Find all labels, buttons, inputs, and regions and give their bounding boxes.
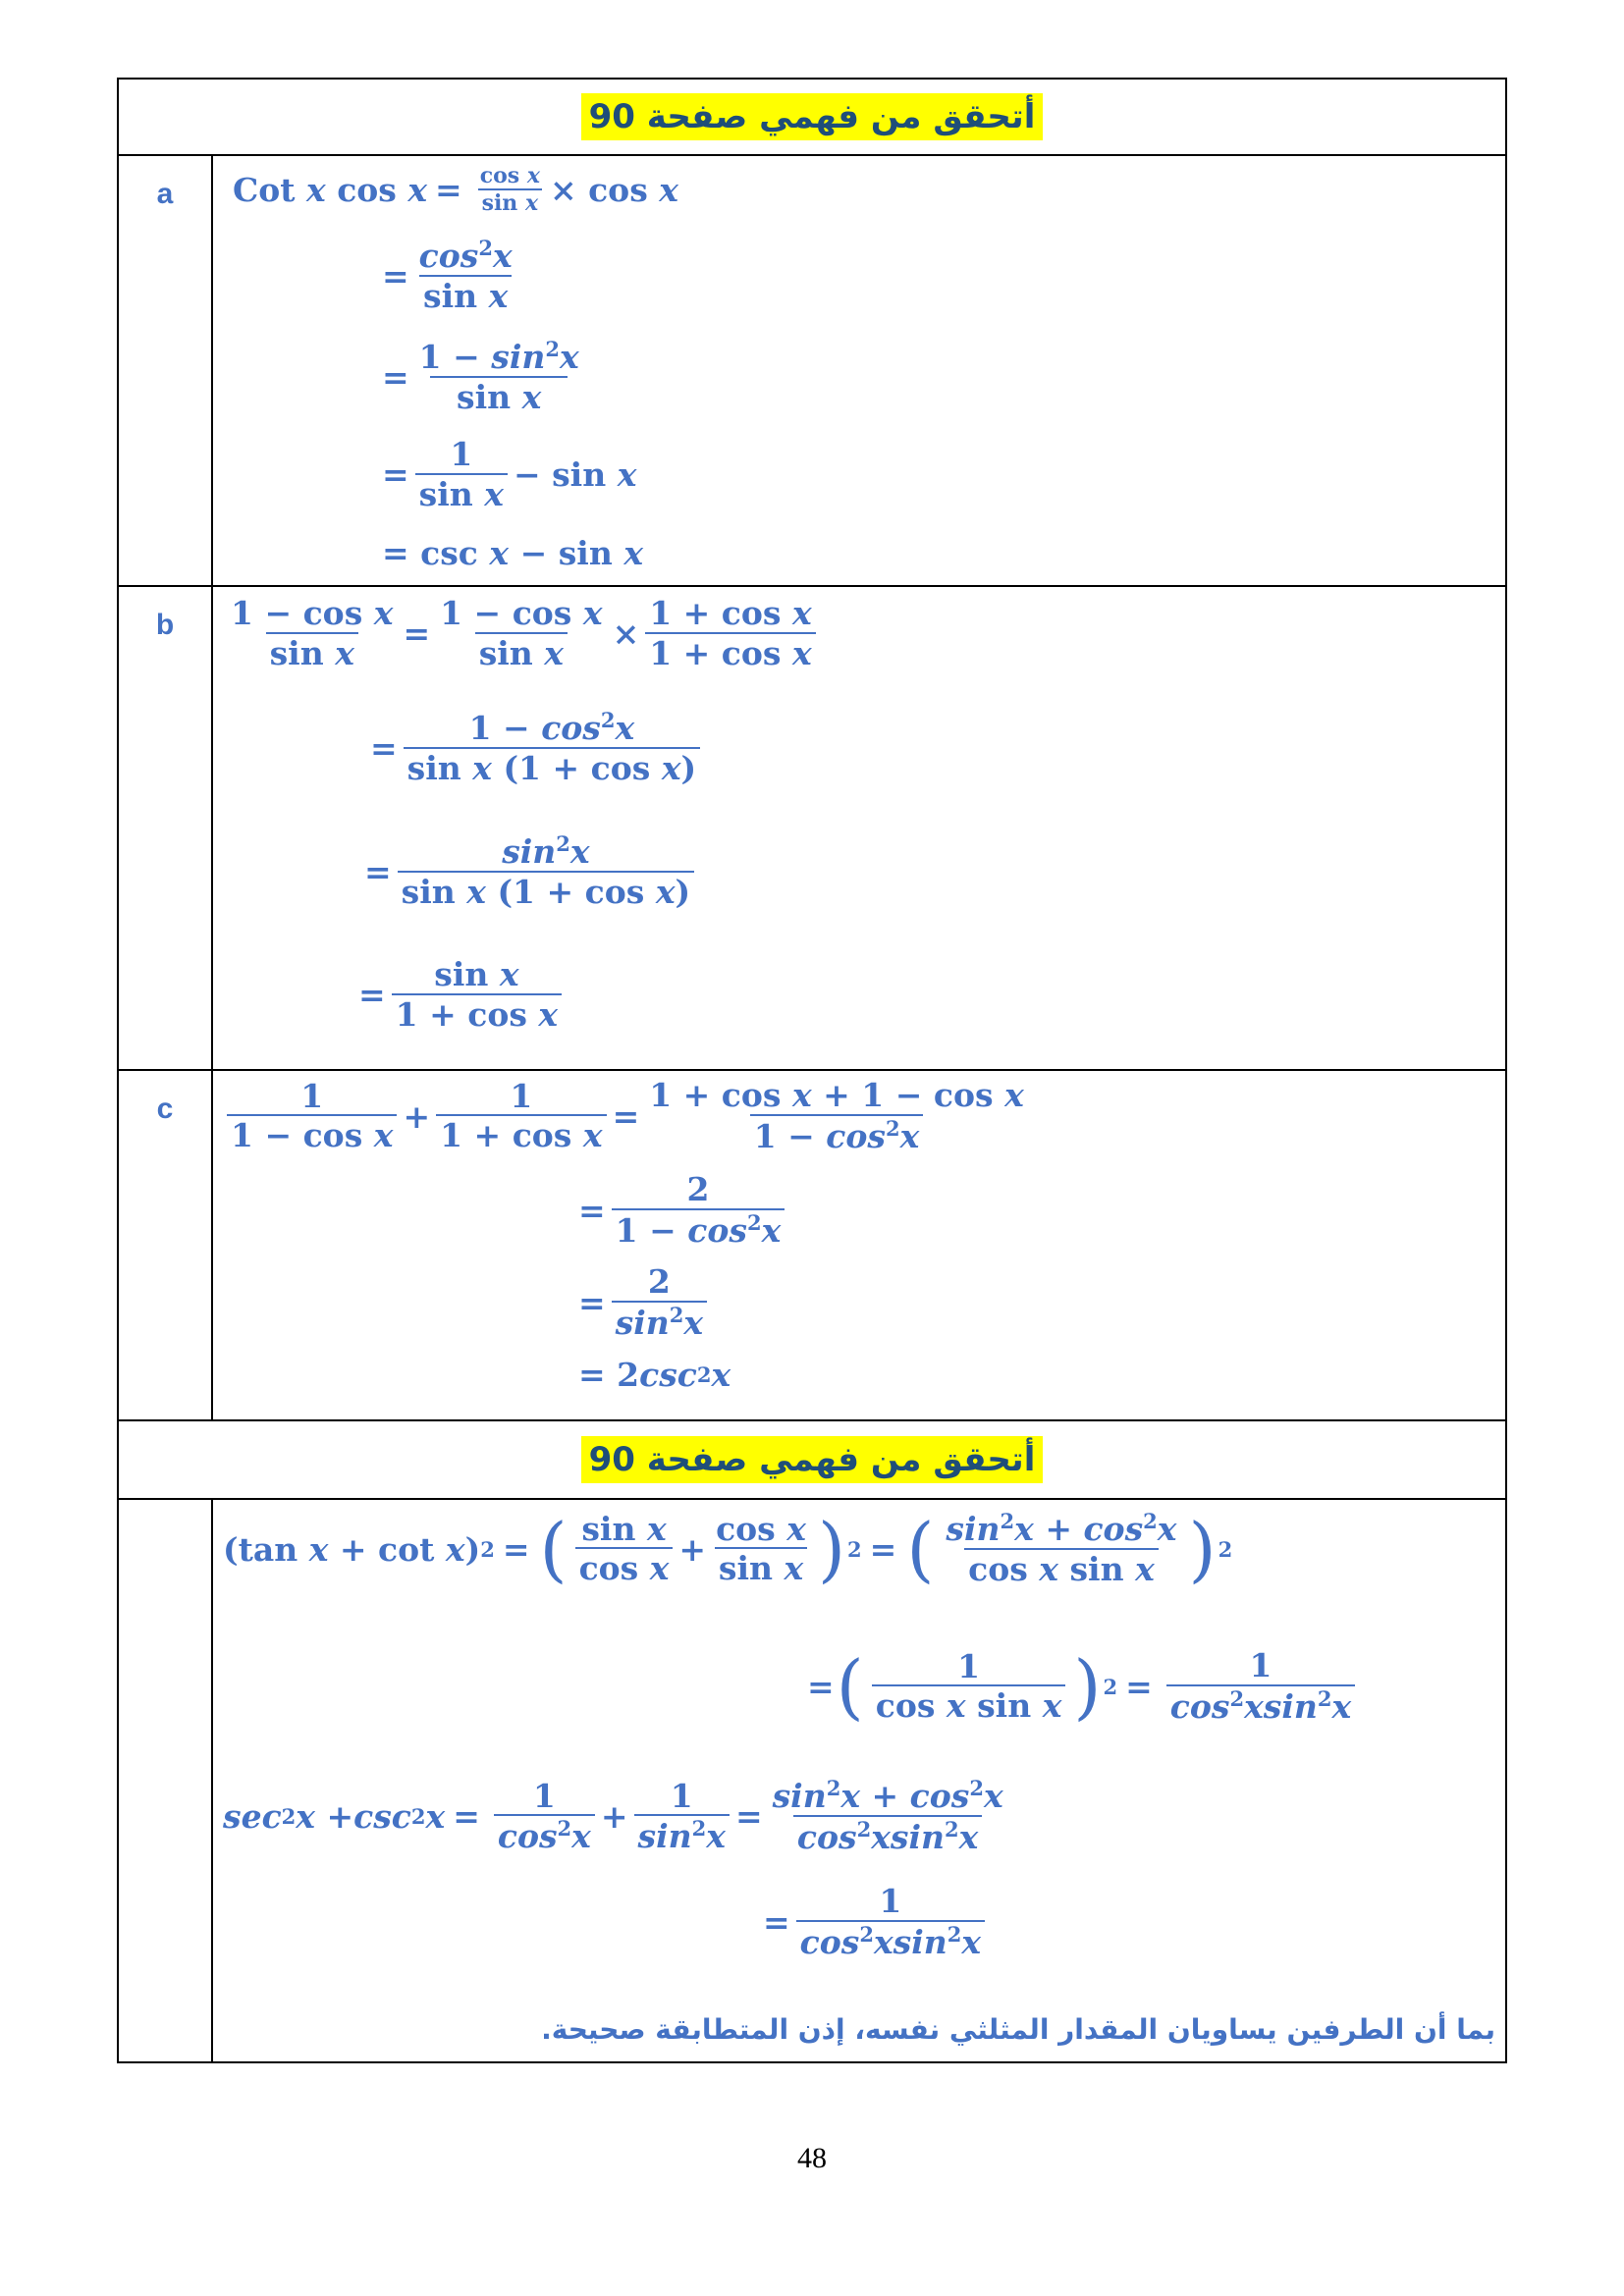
page-number: 48 (797, 2142, 827, 2174)
equation-line: =1 − sin2x sin x (382, 337, 579, 416)
conclusion-text: بما أن الطرفين يساويان المقدار المثلثي ن… (541, 2013, 1495, 2046)
equation-line: = csc x − sin x (382, 534, 643, 572)
row-label-d (119, 1500, 213, 2061)
header-row: أتحقق من فهمي صفحة 90 (117, 78, 1507, 156)
row-label-b: b (119, 587, 213, 1069)
header-row: أتحقق من فهمي صفحة 90 (117, 1421, 1507, 1500)
solutions-table: أتحقق من فهمي صفحة 90 a Cot x cos x= cos… (117, 78, 1507, 2063)
row-label-c: c (119, 1071, 213, 1419)
row-label-a: a (119, 156, 213, 585)
header-title: أتحقق من فهمي صفحة 90 (580, 1436, 1044, 1483)
header-title: أتحقق من فهمي صفحة 90 (580, 93, 1044, 140)
